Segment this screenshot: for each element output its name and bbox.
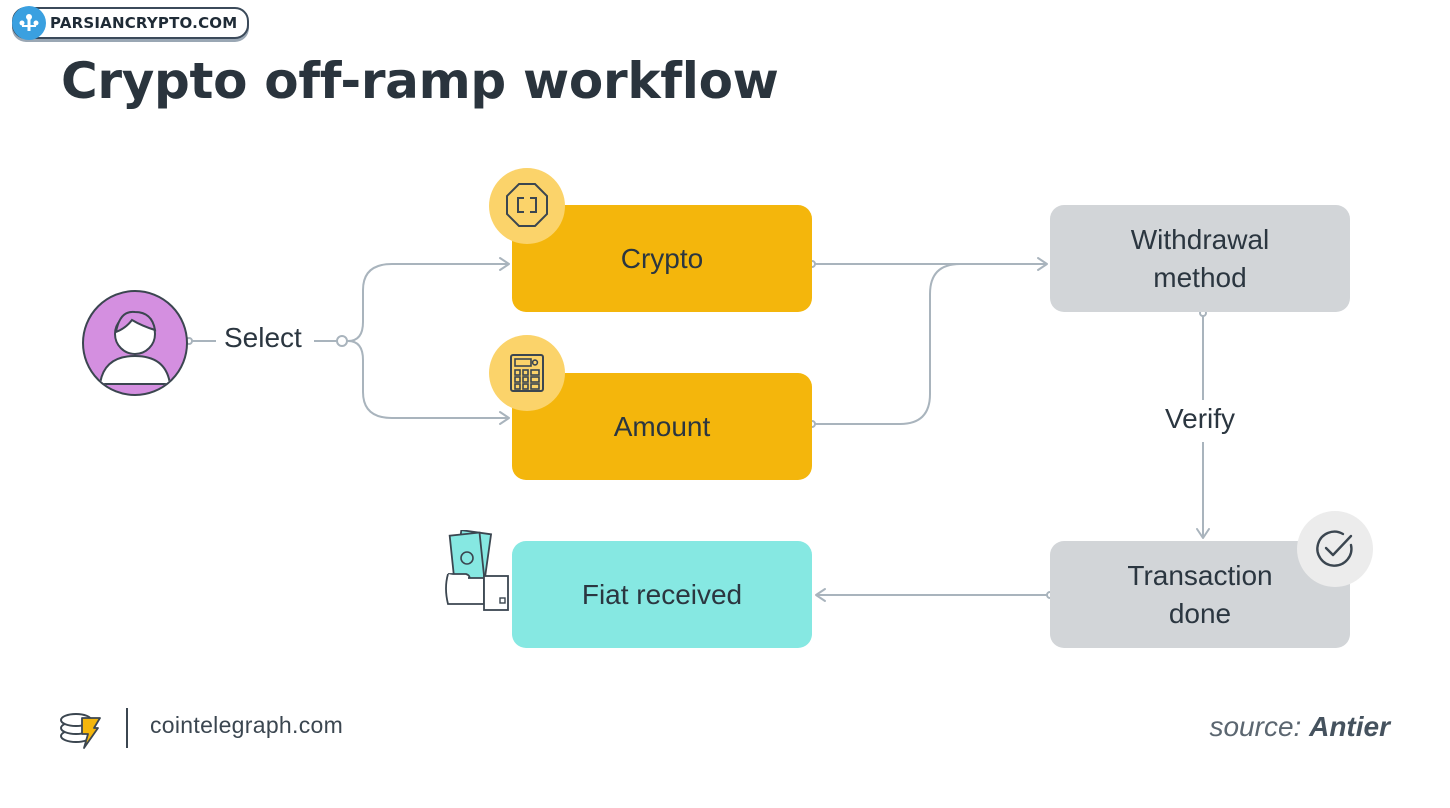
crypto-label: Crypto xyxy=(620,242,704,274)
source-credit: source: Antier xyxy=(1209,711,1390,743)
calculator-icon xyxy=(489,335,565,411)
cointelegraph-logo-icon xyxy=(58,706,104,750)
connector-amount-withdrawal xyxy=(812,263,961,425)
arrowhead-crypto xyxy=(499,257,510,271)
connector-junction-crypto xyxy=(347,263,508,342)
transaction-done-label: Transaction done xyxy=(1127,559,1273,629)
source-prefix: source: xyxy=(1209,711,1302,742)
fiat-received-box: Fiat received xyxy=(512,541,812,648)
withdrawal-method-box: Withdrawal method xyxy=(1050,205,1350,312)
amount-box: Amount xyxy=(512,373,812,480)
connector-junction-dot xyxy=(336,335,348,347)
watermark-logo-icon xyxy=(12,6,46,40)
crypto-box: Crypto xyxy=(512,205,812,312)
user-avatar-icon xyxy=(82,290,188,396)
connector-junction-amount xyxy=(347,340,508,419)
withdrawal-method-label: Withdrawal method xyxy=(1130,223,1270,293)
arrowhead-amount xyxy=(499,411,510,425)
select-label: Select xyxy=(224,322,302,354)
watermark-text: PARSIANCRYPTO.COM xyxy=(12,7,250,39)
watermark: PARSIANCRYPTO.COM xyxy=(12,6,250,40)
arrowhead-transaction xyxy=(1196,528,1210,539)
page-title: Crypto off-ramp workflow xyxy=(61,52,779,110)
verify-label: Verify xyxy=(1163,403,1238,435)
amount-label: Amount xyxy=(613,410,711,442)
source-name: Antier xyxy=(1309,711,1390,742)
crypto-coin-icon xyxy=(489,168,565,244)
cash-in-hand-icon xyxy=(444,529,514,616)
checkmark-icon xyxy=(1297,511,1373,587)
arrowhead-fiat xyxy=(815,588,826,602)
footer-site: cointelegraph.com xyxy=(150,712,344,738)
footer-divider xyxy=(126,708,128,748)
fiat-received-label: Fiat received xyxy=(581,578,743,610)
arrowhead-withdrawal xyxy=(1037,257,1048,271)
